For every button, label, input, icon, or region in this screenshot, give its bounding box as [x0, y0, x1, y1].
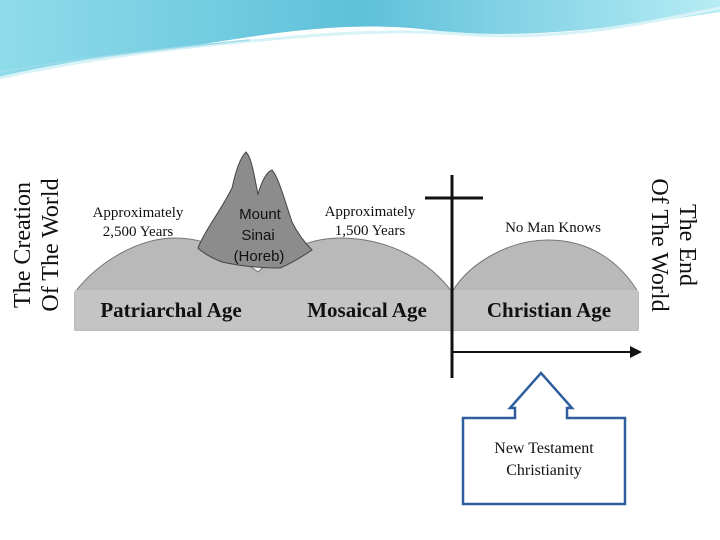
callout-line1: New Testament: [466, 438, 622, 460]
svg-text:Of The World: Of The World: [38, 178, 64, 311]
header-wave-decoration: [0, 0, 720, 78]
mountain-label-line2: Sinai: [241, 227, 274, 244]
end-label: The End Of The World: [646, 178, 700, 311]
mosaical-duration-line1: Approximately: [325, 204, 416, 220]
christian-duration: No Man Knows: [505, 220, 601, 236]
patriarchal-duration-line1: Approximately: [93, 205, 184, 221]
mountain-label-line3: (Horeb): [234, 248, 285, 265]
mosaical-duration-line2: 1,500 Years: [335, 223, 406, 239]
svg-text:The Creation: The Creation: [10, 182, 36, 308]
svg-text:Of The World: Of The World: [646, 178, 672, 311]
age-name-christian: Christian Age: [487, 298, 611, 322]
age-name-patriarchal: Patriarchal Age: [100, 298, 241, 322]
callout-line2: Christianity: [466, 460, 622, 482]
patriarchal-duration-line2: 2,500 Years: [103, 224, 174, 240]
svg-text:The End: The End: [674, 204, 700, 286]
callout-text: New Testament Christianity: [466, 438, 622, 482]
age-name-mosaical: Mosaical Age: [307, 298, 427, 322]
christian-age-arrow: [452, 346, 642, 358]
creation-label: The Creation Of The World: [10, 178, 64, 311]
mountain-label-line1: Mount: [239, 206, 282, 223]
